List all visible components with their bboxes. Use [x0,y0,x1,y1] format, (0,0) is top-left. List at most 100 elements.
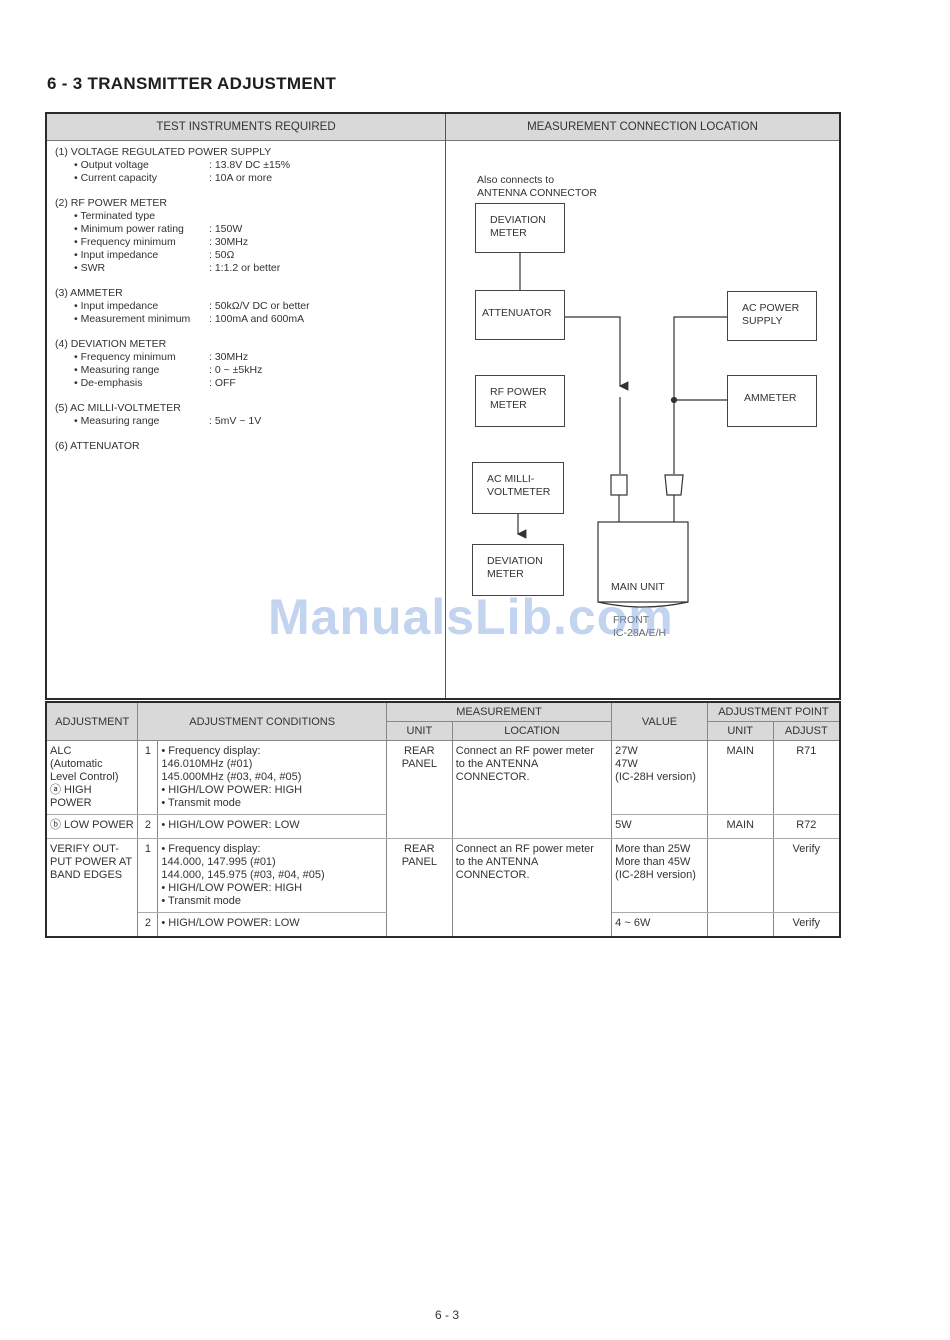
cell-step: 2 [137,814,159,839]
spec-value: : 30MHz [209,351,249,363]
instrument-title: (5) AC MILLI-VOLTMETER [55,402,181,414]
cell-unit-line: PANEL [401,758,437,770]
instrument-spec: • Output voltage : 13.8V DC ±15% [55,159,310,172]
instrument-title: (3) AMMETER [55,287,123,299]
cell-unit [385,814,453,839]
cell-adjustment-line: PUT POWER AT [50,856,133,868]
cell-unit-line: PANEL [401,856,437,868]
cell-unit-line: REAR [404,745,435,757]
main-unit-front [597,601,689,608]
cell-ap-unit [706,838,774,913]
cell-adjustment-line: ⓑ LOW POWER [50,819,134,831]
spec-value: : 13.8V DC ±15% [209,159,291,171]
cell-step: 1 [137,838,159,913]
instruments-connection-panel: TEST INSTRUMENTS REQUIRED MEASUREMENT CO… [45,112,841,700]
spec-value: : 50Ω [209,249,235,261]
cell-value-line: 4 ~ 6W [615,917,651,929]
spec-key: • SWR [74,262,106,274]
col-ap-unit: UNIT [706,721,774,741]
cell-conditions-line: • HIGH/LOW POWER: HIGH [161,784,303,796]
spec-value: : OFF [209,377,236,389]
cell-adjustment-line: ⓐ HIGH POWER [50,784,92,809]
col-unit: UNIT [385,721,453,741]
spec-key: • Measurement minimum [74,313,191,325]
cell-conditions-line: 145.000MHz (#03, #04, #05) [161,771,302,783]
col-location: LOCATION [451,721,613,741]
cell-location [451,814,613,839]
wire-attenuator-mainunit [565,316,629,391]
cell-location-line: CONNECTOR. [455,869,530,881]
instrument-group: (6) ATTENUATOR [55,440,310,453]
panel-divider [445,114,446,698]
cell-ap-adjust: R72 [772,814,841,839]
wire-acpower-mainunit [673,316,727,474]
cell-conditions: • Frequency display: 146.010MHz (#01) 14… [157,740,387,815]
spec-key: • Minimum power rating [74,223,184,235]
cell-value: 5W [611,814,708,839]
spec-key: • Frequency minimum [74,236,176,248]
cell-location-line: to the ANTENNA [455,758,539,770]
antenna-note: Also connects to ANTENNA CONNECTOR [477,174,597,199]
cell-value-line: More than 45W [615,856,691,868]
cell-adjustment-line: (Automatic [50,758,103,770]
instrument-spec: • De-emphasis : OFF [55,377,310,390]
cell-conditions-line: 144.000, 147.995 (#01) [161,856,276,868]
spec-key: • Input impedance [74,249,159,261]
instrument-spec: • Frequency minimum: 30MHz [55,351,310,364]
cell-ap-unit: MAIN [706,814,774,839]
spec-key: • Measuring range [74,364,160,376]
cell-conditions: • HIGH/LOW POWER: LOW [157,814,387,839]
cell-conditions-line: • HIGH/LOW POWER: LOW [161,819,300,831]
spec-key: • De-emphasis [74,377,143,389]
cell-conditions-line: • Transmit mode [161,797,241,809]
instrument-group: (5) AC MILLI-VOLTMETER• Measuring range:… [55,402,310,428]
spec-value: : 10A or more [209,172,273,184]
instrument-title: (1) VOLTAGE REGULATED POWER SUPPLY [55,146,272,158]
instrument-spec: • Measuring range: 5mV ~ 1V [55,415,310,428]
cell-conditions-line: 146.010MHz (#01) [161,758,253,770]
instrument-spec: • Input impedance : 50Ω [55,249,310,262]
cell-conditions-line: • HIGH/LOW POWER: HIGH [161,882,303,894]
spec-key: • Output voltage [74,159,149,171]
cell-conditions: • Frequency display: 144.000, 147.995 (#… [157,838,387,913]
cell-step: 1 [137,740,159,815]
instrument-spec: • Frequency minimum : 30MHz [55,236,310,249]
instrument-title: (2) RF POWER METER [55,197,167,209]
cell-location-line: Connect an RF power meter [455,843,594,855]
ammeter-box: AMMETER [727,375,817,427]
connection-wires [516,253,727,608]
cell-adjustment-line: BAND EDGES [50,869,123,881]
cell-conditions: • HIGH/LOW POWER: LOW [157,912,387,937]
instrument-title: (4) DEVIATION METER [55,338,167,350]
cell-location [451,912,613,937]
cell-adjustment-line: ALC [50,745,72,757]
cell-conditions-line: • Frequency display: [161,843,261,855]
watermark: ManualsLib.com [268,589,674,645]
cell-value: 4 ~ 6W [611,912,708,937]
cell-location-line: CONNECTOR. [455,771,530,783]
spec-key: • Input impedance [74,300,159,312]
cell-ap-adjust: Verify [772,838,841,913]
instrument-spec: • Minimum power rating: 150W [55,223,310,236]
cell-location-line: to the ANTENNA [455,856,539,868]
col-ap-adjust: ADJUST [772,721,841,741]
spec-value: : 30MHz [209,236,249,248]
cell-conditions-line: • Transmit mode [161,895,241,907]
cell-adjustment-line: Level Control) [50,771,119,783]
spec-value: : 5mV ~ 1V [209,415,262,427]
cell-ap-adjust: Verify [772,912,841,937]
cell-conditions-line: 144.000, 145.975 (#03, #04, #05) [161,869,325,881]
spec-value: : 1:1.2 or better [209,262,281,274]
spec-key: • Current capacity [74,172,158,184]
col-value: VALUE [611,701,708,741]
